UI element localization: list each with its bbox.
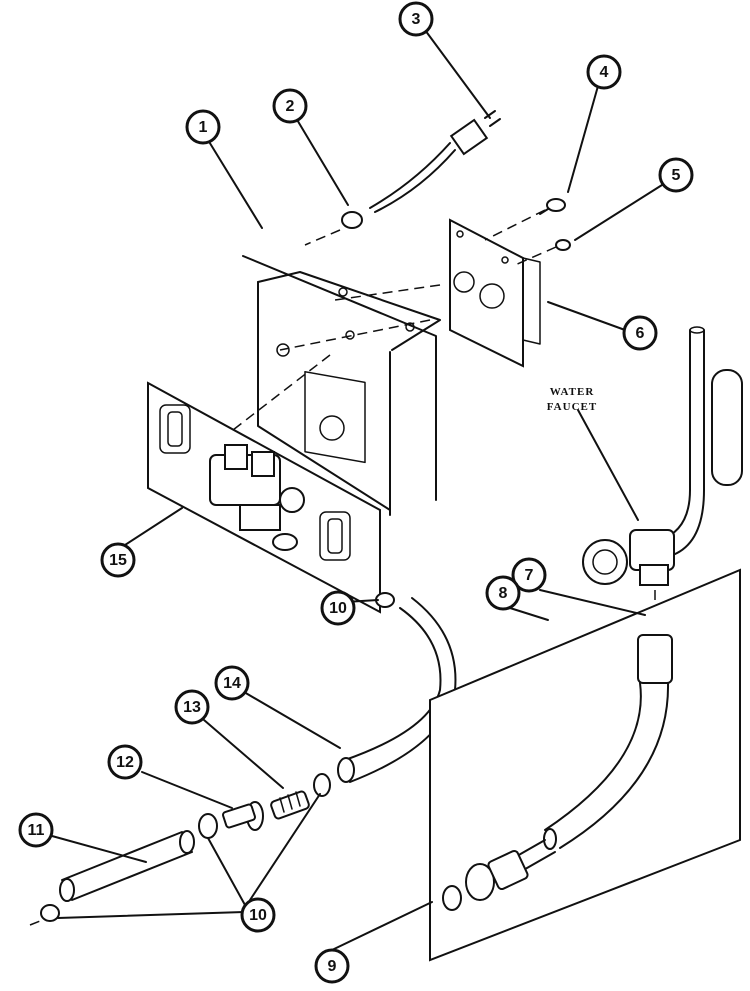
callout-10-lower: 10 <box>240 897 276 933</box>
bushing <box>341 211 363 229</box>
callout-2-label: 2 <box>286 98 295 115</box>
callout-6: 6 <box>622 315 658 351</box>
screw-4 <box>539 198 566 215</box>
water-valve-plate <box>147 381 381 614</box>
terminal-box <box>449 218 541 368</box>
hose-clamp-end <box>40 904 60 922</box>
annotation-line-1: WATER <box>550 386 595 398</box>
hose-clamp-mid <box>313 773 331 797</box>
callout-8: 8 <box>485 575 521 611</box>
callout-7: 7 <box>511 557 547 593</box>
callout-12: 12 <box>107 744 143 780</box>
callout-15-label: 15 <box>109 552 127 569</box>
nozzle <box>222 801 264 831</box>
callout-14: 14 <box>214 665 250 701</box>
callout-6-label: 6 <box>636 325 645 342</box>
callout-10-upper: 10 <box>320 590 356 626</box>
callout-1-label: 1 <box>199 119 208 136</box>
callout-13: 13 <box>174 689 210 725</box>
callout-14-label: 14 <box>223 675 241 692</box>
callout-9: 9 <box>314 948 350 984</box>
callout-15: 15 <box>100 542 136 578</box>
callout-4-label: 4 <box>600 64 609 81</box>
callout-7-label: 7 <box>525 567 534 584</box>
callout-5-label: 5 <box>672 167 681 184</box>
callout-10-lower-label: 10 <box>249 907 267 924</box>
hose-connector <box>270 790 310 820</box>
annotation-line-2: FAUCET <box>547 401 597 413</box>
callout-3-label: 3 <box>412 11 421 28</box>
callout-3: 3 <box>398 1 434 37</box>
callout-4: 4 <box>586 54 622 90</box>
callout-13-label: 13 <box>183 699 201 716</box>
callout-11: 11 <box>18 812 54 848</box>
power-cord <box>369 110 501 213</box>
callout-10-upper-label: 10 <box>329 600 347 617</box>
water-faucet <box>582 326 743 586</box>
screw-5 <box>555 239 571 251</box>
callout-8-label: 8 <box>499 585 508 602</box>
callout-12-label: 12 <box>116 754 134 771</box>
callout-1: 1 <box>185 109 221 145</box>
water-faucet-annotation: WATER FAUCET <box>547 386 597 413</box>
hose-clamp-lower <box>198 813 218 839</box>
leader-lines <box>51 29 663 951</box>
cabinet-panel <box>242 255 441 516</box>
fill-hose-kit <box>429 568 741 962</box>
callout-2: 2 <box>272 88 308 124</box>
callout-11-label: 11 <box>28 822 45 839</box>
callout-5: 5 <box>658 157 694 193</box>
drain-tube <box>59 830 195 902</box>
callout-9-label: 9 <box>328 958 337 975</box>
